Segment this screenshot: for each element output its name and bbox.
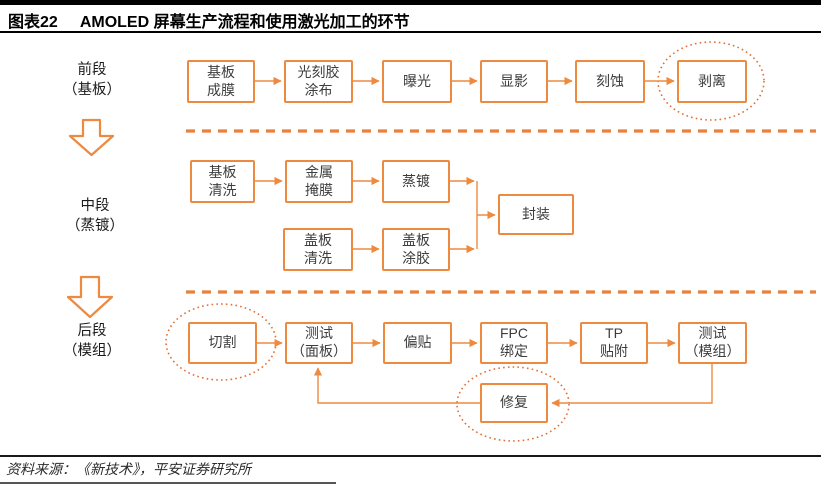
footer-rule bbox=[0, 455, 821, 457]
process-box-panel-test: 测试 （面板） bbox=[285, 322, 353, 364]
figure-title: 图表22 AMOLED 屏幕生产流程和使用激光加工的环节 bbox=[8, 8, 813, 32]
process-box-substrate-deposition: 基板 成膜 bbox=[187, 60, 255, 103]
stage-label-front: 前段 （基板） bbox=[63, 62, 121, 98]
process-box-cover-gluing: 盖板 涂胶 bbox=[382, 228, 450, 271]
process-box-polarizer-attach: 偏贴 bbox=[383, 322, 452, 364]
process-box-metal-mask: 金属 掩膜 bbox=[285, 160, 353, 203]
down-arrow-icon bbox=[66, 275, 114, 319]
process-box-cover-cleaning: 盖板 清洗 bbox=[283, 228, 353, 271]
bottom-edge-rule bbox=[0, 482, 336, 484]
stage-label-middle: 中段 （蒸镀） bbox=[66, 198, 124, 234]
process-box-exposure: 曝光 bbox=[382, 60, 452, 103]
process-box-peeling: 剥离 bbox=[677, 60, 747, 103]
process-box-module-test: 测试 （模组） bbox=[678, 322, 747, 364]
process-box-development: 显影 bbox=[480, 60, 548, 103]
feedback-line-to-repair bbox=[551, 364, 713, 408]
top-rule-thick bbox=[0, 0, 821, 5]
feedback-line-to-panel-test bbox=[313, 367, 480, 404]
down-arrow-icon bbox=[68, 118, 115, 157]
laser-ellipse-repair bbox=[456, 366, 570, 442]
process-box-photoresist-coating: 光刻胶 涂布 bbox=[284, 60, 353, 103]
figure-number: 图表22 bbox=[8, 14, 58, 31]
process-box-etching: 刻蚀 bbox=[575, 60, 645, 103]
process-box-encapsulation: 封装 bbox=[498, 194, 574, 235]
figure-title-text: AMOLED 屏幕生产流程和使用激光加工的环节 bbox=[79, 14, 410, 31]
stage-label-back: 后段 （模组） bbox=[63, 323, 121, 359]
process-box-cutting: 切割 bbox=[188, 322, 257, 364]
process-box-fpc-bonding: FPC 绑定 bbox=[480, 322, 548, 364]
process-box-tp-lamination: TP 贴附 bbox=[580, 322, 648, 364]
source-note: 资料来源：《新技术》，平安证券研究所 bbox=[6, 463, 251, 478]
process-box-substrate-cleaning: 基板 清洗 bbox=[190, 160, 255, 203]
process-box-evaporation: 蒸镀 bbox=[382, 160, 450, 203]
title-underline bbox=[0, 31, 821, 33]
process-box-repair: 修复 bbox=[480, 383, 548, 423]
